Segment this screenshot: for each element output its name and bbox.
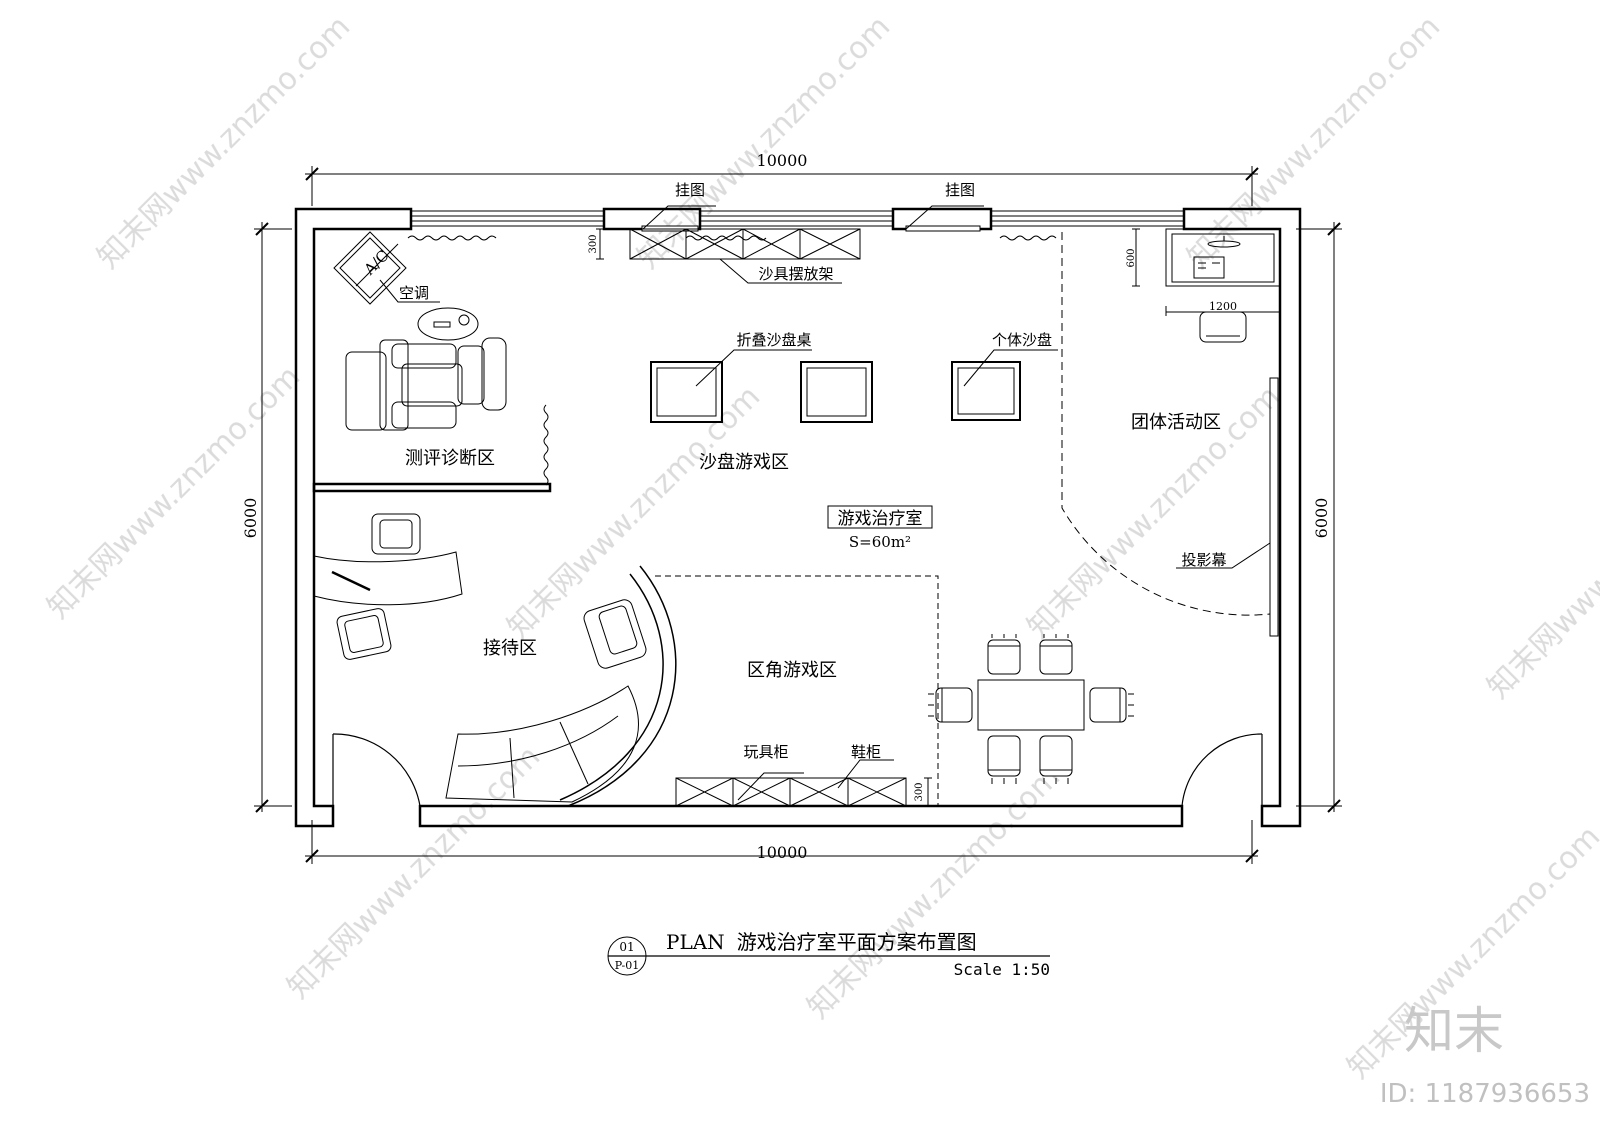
group-zone-label: 团体活动区 bbox=[1131, 412, 1221, 433]
curved-sofa bbox=[445, 599, 647, 803]
shelf-depth-dimension: 300 bbox=[588, 234, 599, 253]
room-name-box bbox=[827, 505, 933, 529]
watermark-text: 知末网www.znzmo.com bbox=[91, 9, 357, 275]
left-dimension: 6000 bbox=[241, 498, 260, 539]
hanging-picture-label-1: 挂图 bbox=[675, 181, 705, 199]
curved-partition bbox=[559, 565, 677, 807]
right-dimension: 6000 bbox=[1312, 498, 1331, 539]
side-table bbox=[417, 307, 479, 341]
meeting-chairs bbox=[928, 634, 1134, 784]
meeting-table bbox=[977, 679, 1085, 731]
watermark-text: 知末网www.znzmo.com bbox=[1481, 439, 1600, 705]
projection-screen bbox=[1269, 377, 1279, 637]
air-conditioner-label: 空调 bbox=[399, 284, 429, 302]
recliner-chair bbox=[345, 337, 507, 431]
watermark-text: 知末网www.znzmo.com bbox=[801, 759, 1067, 1025]
bottom-dimension: 10000 bbox=[757, 843, 808, 862]
projection-swing-line bbox=[1061, 232, 1271, 616]
watermark-text: 知末网www.znzmo.com bbox=[501, 379, 767, 645]
shoe-cabinet-label: 鞋柜 bbox=[851, 743, 881, 761]
leader-lines bbox=[379, 205, 1271, 801]
desk-width-dimension: 1200 bbox=[1209, 300, 1237, 313]
individual-tray-label: 个体沙盘 bbox=[992, 331, 1052, 349]
watermark-text: 知末网www.znzmo.com bbox=[631, 9, 897, 275]
ac-symbol: A/C bbox=[360, 246, 393, 279]
corner-play-zone-label: 区角游戏区 bbox=[747, 660, 837, 681]
windows bbox=[411, 210, 1184, 227]
sheet-number: P-01 bbox=[615, 959, 640, 972]
drawing-number: 01 bbox=[619, 940, 634, 954]
corner-zone-boundary bbox=[655, 575, 939, 806]
reception-chairs bbox=[336, 513, 421, 660]
desk-chair bbox=[1199, 311, 1247, 343]
hanging-picture-label-2: 挂图 bbox=[945, 181, 975, 199]
cabinets bbox=[675, 777, 932, 807]
watermark-text: 知末网www.znzmo.com bbox=[41, 359, 307, 625]
folding-table-label: 折叠沙盘桌 bbox=[736, 331, 811, 349]
projection-screen-label: 投影幕 bbox=[1181, 551, 1226, 569]
title-block bbox=[607, 936, 1050, 976]
assessment-zone-label: 测评诊断区 bbox=[405, 448, 495, 469]
desk-depth-dimension: 600 bbox=[1126, 248, 1137, 267]
cabinet-depth-dimension: 300 bbox=[914, 782, 925, 801]
sand-tables bbox=[650, 361, 1021, 423]
top-dimension: 10000 bbox=[757, 151, 808, 170]
sand-shelf bbox=[596, 228, 861, 260]
sandplay-zone-label: 沙盘游戏区 bbox=[699, 452, 789, 473]
watermark-text: 知末网www.znzmo.com bbox=[281, 739, 547, 1005]
image-id: ID: 1187936653 bbox=[1380, 1079, 1590, 1109]
room-name: 游戏治疗室 bbox=[838, 509, 923, 529]
watermark-layer: 知末网www.znzmo.com 知末网www.znzmo.com 知末网www… bbox=[41, 9, 1600, 1085]
dimension-lines bbox=[254, 166, 1342, 864]
reception-desk bbox=[313, 551, 463, 606]
sand-shelf-label: 沙具摆放架 bbox=[758, 265, 833, 283]
doors bbox=[332, 733, 1263, 807]
reception-zone-label: 接待区 bbox=[483, 638, 537, 659]
watermark-text: 知末网www.znzmo.com bbox=[1181, 9, 1447, 275]
toy-cabinet-label: 玩具柜 bbox=[743, 743, 788, 761]
room-area: S=60m² bbox=[849, 533, 911, 551]
curtains bbox=[407, 235, 1057, 486]
air-conditioner bbox=[333, 231, 407, 305]
brand-logo: 知末 bbox=[1404, 1002, 1504, 1060]
scale-label: Scale 1:50 bbox=[954, 960, 1050, 979]
